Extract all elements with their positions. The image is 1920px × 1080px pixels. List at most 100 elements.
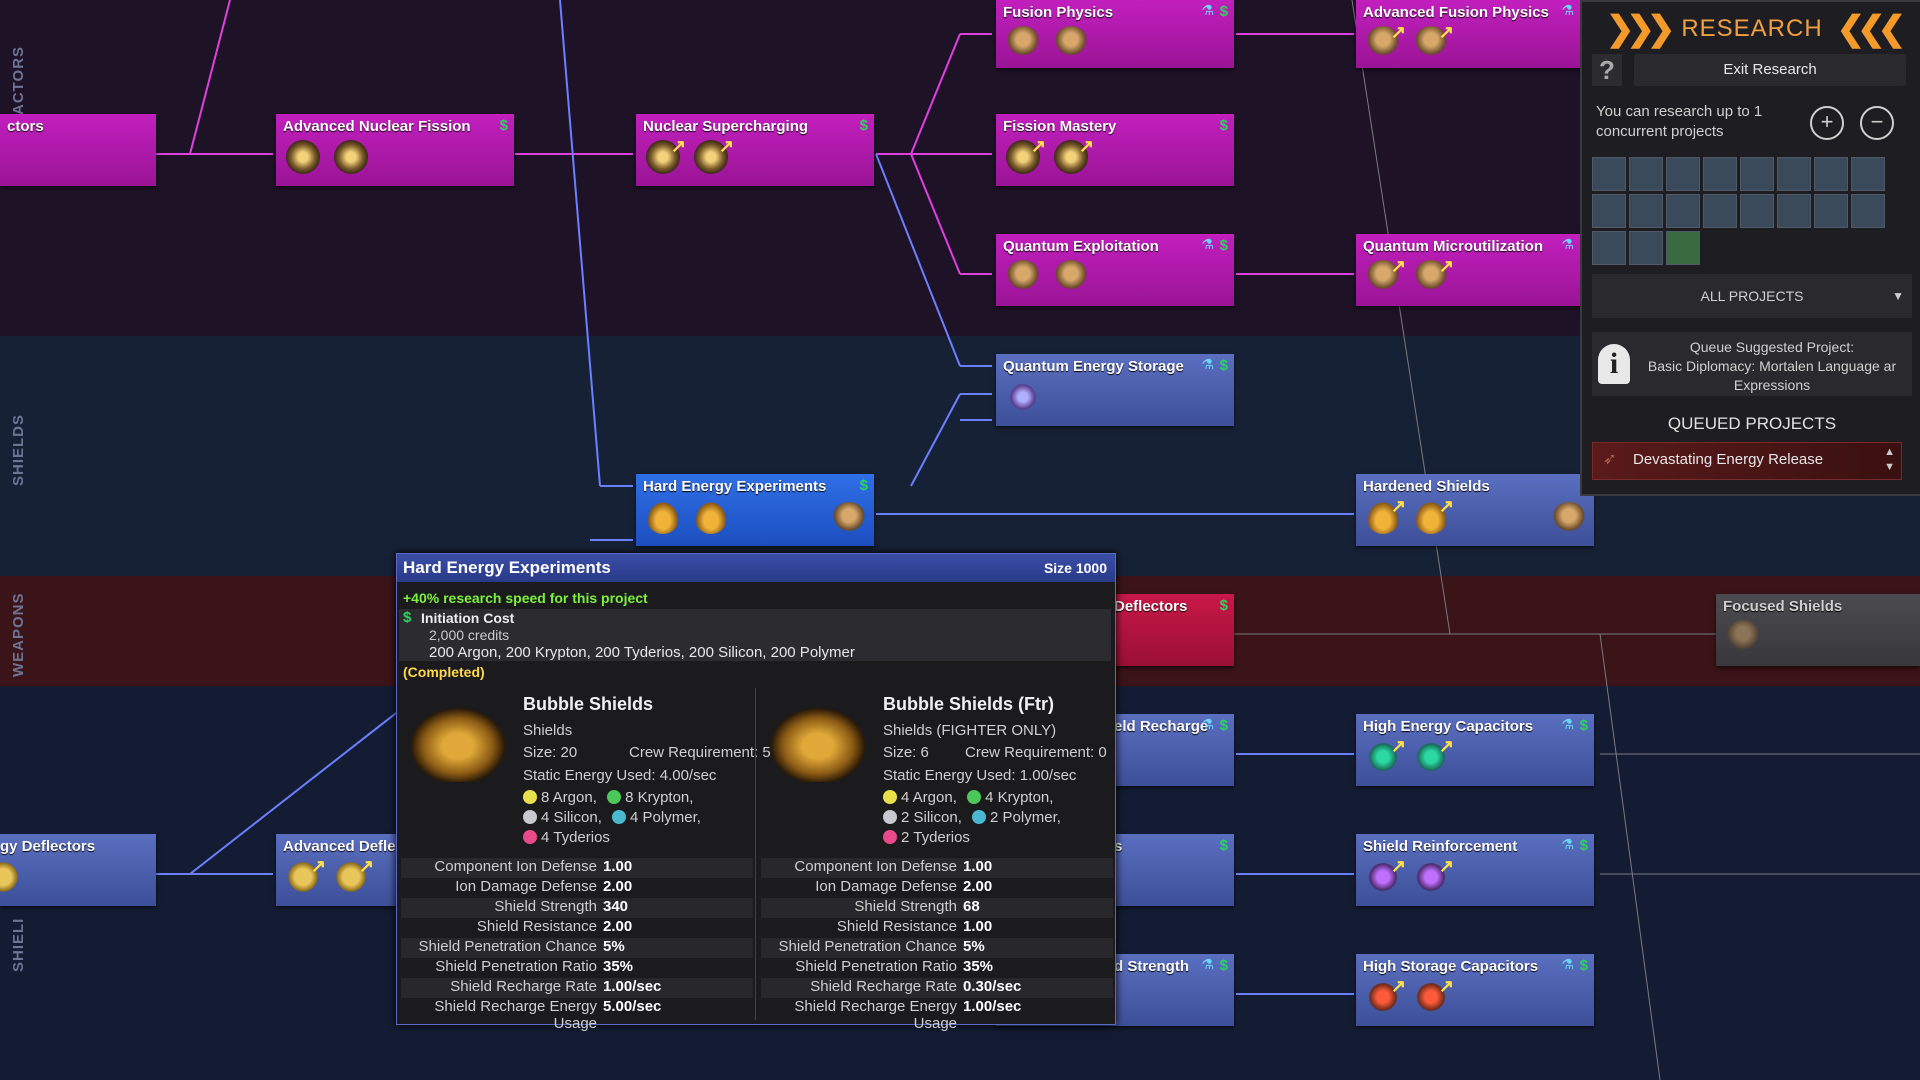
category-turret-icon[interactable] [1814,157,1848,191]
resource-tyderios: 2 Tyderios [901,829,970,846]
category-weapons-icon[interactable] [1592,157,1626,191]
resource-tyderios: 4 Tyderios [541,829,610,846]
stat-label: Shield Recharge Rate [450,978,597,995]
category-fighter-icon[interactable] [1629,231,1663,265]
stat-label: Ion Damage Defense [455,878,597,895]
category-ring-icon[interactable] [1740,157,1774,191]
research-tooltip: Hard Energy Experiments Size 1000 +40% r… [396,553,1116,1032]
component-name: Bubble Shields [523,694,654,714]
category-gem-icon[interactable] [1703,157,1737,191]
category-misc-icon[interactable] [1666,231,1700,265]
stat-value: 1.00 [963,918,993,935]
category-robot-icon[interactable] [1666,157,1700,191]
node-high-energy-capacitors[interactable]: High Energy Capacitors ⚗$ ↗↗ [1356,714,1594,786]
node-nuclear-supercharging[interactable]: Nuclear Supercharging $ ↗↗ [636,114,874,186]
category-crate-icon[interactable] [1777,194,1811,228]
node-title: gy Deflectors [0,838,96,855]
node-hard-energy-experiments[interactable]: Hard Energy Experiments $ [636,474,874,546]
node-title: Advanced Defle [283,838,396,855]
node-advanced-nuclear-fission[interactable]: Advanced Nuclear Fission $ [276,114,514,186]
node-focused-shields[interactable]: Focused Shields [1716,594,1920,666]
stat-label: Component Ion Defense [794,858,957,875]
component-resources: 4 Argon, 4 Krypton, [883,789,1053,806]
capacitor-upgrade-icon: ↗ [1366,736,1406,774]
category-mail-icon[interactable] [1629,157,1663,191]
research-header: ❯❯❯ RESEARCH ❮❮❮ [1582,2,1920,56]
category-tank-icon[interactable] [1740,194,1774,228]
exit-research-button[interactable]: Exit Research [1634,54,1906,86]
category-armor-icon[interactable] [1851,157,1885,191]
node-energy-deflectors[interactable]: gy Deflectors [0,834,156,906]
robot-upgrade-icon: ↗ [1414,22,1454,60]
stat-value: 5.00/sec [603,998,662,1015]
missile-icon: ➶ [1603,451,1617,468]
component-size: Size: 6 [883,744,929,761]
node-title: Nuclear Supercharging [643,118,809,135]
node-advanced-deflectors[interactable]: Advanced Defle ↗↗ [276,834,398,906]
node-title: ctors [7,118,44,135]
flask-icon: ⚗ [1201,716,1214,732]
category-map-icon[interactable] [1592,194,1626,228]
node-high-storage-capacitors[interactable]: High Storage Capacitors ⚗$ ↗↗ [1356,954,1594,1026]
queue-suggested-button[interactable]: i Queue Suggested Project: Basic Diploma… [1592,332,1912,396]
help-button[interactable]: ? [1592,54,1622,86]
component-crew: Crew Requirement: 0 [965,744,1107,761]
component-size: Size: 20 [523,744,578,761]
node-quantum-microutilization[interactable]: Quantum Microutilization ⚗ ↗↗ [1356,234,1594,306]
stat-value: 1.00/sec [603,978,662,995]
stat-label: Shield Recharge Rate [810,978,957,995]
resource-polymer: 4 Polymer, [630,809,701,826]
category-missile-icon[interactable] [1777,157,1811,191]
resource-polymer: 2 Polymer, [990,809,1061,826]
category-ship-icon[interactable] [1851,194,1885,228]
zoom-out-icon[interactable]: − [1860,106,1894,140]
stat-label: Shield Strength [494,898,597,915]
node-title: Hard Energy Experiments [643,478,827,495]
reactor-upgrade-icon: ↗ [1006,136,1046,174]
node-title: Deflectors [1114,598,1188,615]
component-category: Shields (FIGHTER ONLY) [883,722,1057,739]
tooltip-title: Hard Energy Experiments [403,558,611,577]
node-title: High Energy Capacitors [1363,718,1534,735]
node-fusion-physics[interactable]: Fusion Physics ⚗$ [996,0,1234,68]
project-filter-dropdown[interactable]: ALL PROJECTS ▼ [1592,274,1912,318]
credits-icon: $ [1219,597,1228,614]
shield-disc-icon [694,500,728,534]
stat-value: 2.00 [603,918,633,935]
reorder-arrows-icon[interactable]: ▲▼ [1884,446,1895,473]
category-station-icon[interactable] [1814,194,1848,228]
robot-upgrade-icon: ↗ [1366,22,1406,60]
node-quantum-exploitation[interactable]: Quantum Exploitation ⚗$ [996,234,1234,306]
category-planet-icon[interactable] [1666,194,1700,228]
cost-credits: 2,000 credits [429,627,510,643]
category-carrier-icon[interactable] [1592,231,1626,265]
flask-icon: ⚗ [1201,236,1214,252]
node-title: d Strength [1114,958,1189,975]
battery-upgrade-icon: ↗ [334,856,374,894]
node-reactors[interactable]: ctors [0,114,156,186]
credits-icon: $ [1219,717,1228,734]
shield-disc-upgrade-icon: ↗ [1414,496,1454,534]
category-vehicle-icon[interactable] [1629,194,1663,228]
node-shield-reinforcement[interactable]: Shield Reinforcement ⚗$ ↗↗ [1356,834,1594,906]
node-title: Advanced Fusion Physics [1363,4,1549,21]
queued-project-item[interactable]: ➶ Devastating Energy Release ▲▼ [1592,442,1902,480]
suggested-label: Queue Suggested Project: [1689,339,1855,355]
node-title: Advanced Nuclear Fission [283,118,471,135]
stat-value: 1.00/sec [963,998,1022,1015]
credits-icon: $ [1219,3,1228,20]
node-title: Shield Reinforcement [1363,838,1518,855]
node-title: High Storage Capacitors [1363,958,1539,975]
zoom-in-icon[interactable]: + [1810,106,1844,140]
category-building-icon[interactable] [1703,194,1737,228]
dropdown-value: ALL PROJECTS [1700,288,1804,304]
suggested-project: Basic Diplomacy: Mortalen Language ar Ex… [1647,358,1897,393]
node-advanced-fusion-physics[interactable]: Advanced Fusion Physics ⚗ ↗↗ [1356,0,1594,68]
node-hardened-shields[interactable]: Hardened Shields ↗↗ [1356,474,1594,546]
node-quantum-energy-storage[interactable]: Quantum Energy Storage ⚗$ [996,354,1234,426]
node-fission-mastery[interactable]: Fission Mastery $ ↗↗ [996,114,1234,186]
stat-value: 2.00 [963,878,993,895]
stat-value: 1.00 [603,858,633,875]
